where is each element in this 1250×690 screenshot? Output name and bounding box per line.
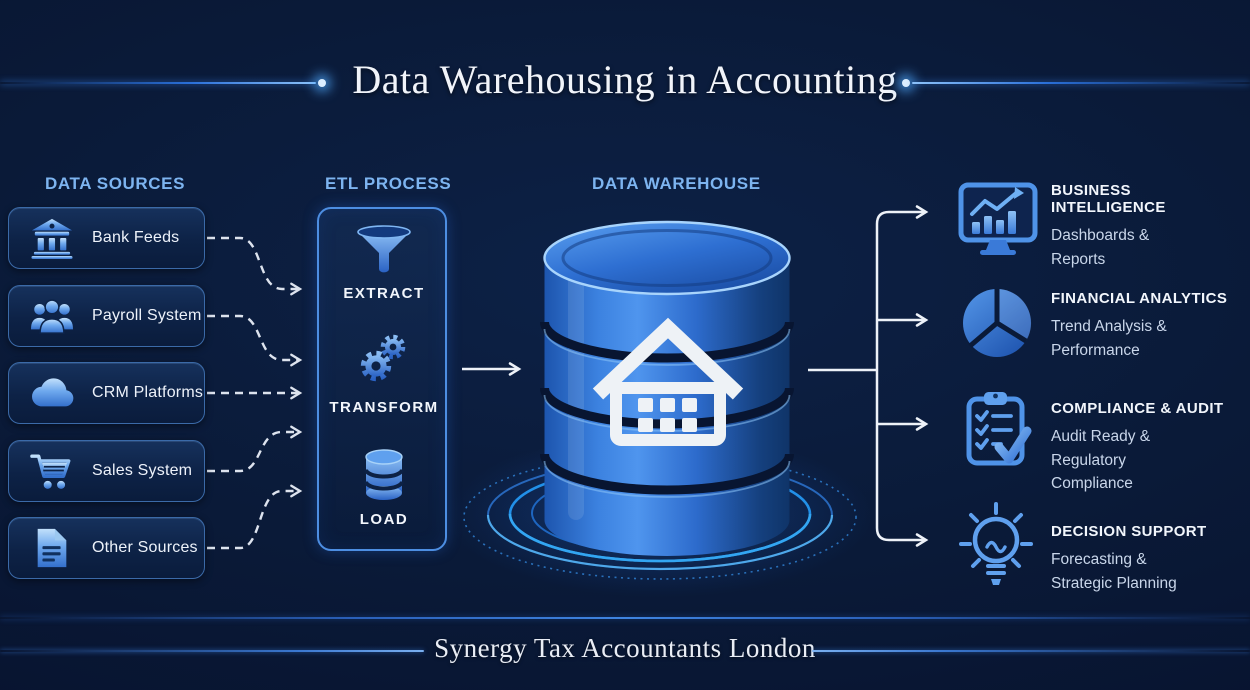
etl-process-header: ETL PROCESS — [325, 174, 452, 193]
output-business-intelligence: BUSINESS INTELLIGENCE Dashboards & Repor… — [1051, 182, 1246, 271]
title-glow-dot-right — [902, 79, 910, 87]
source-label: Other Sources — [92, 539, 198, 556]
cloud-icon — [32, 378, 74, 407]
funnel-icon — [357, 225, 411, 273]
pie-chart-icon — [963, 288, 1032, 357]
output-decision-support: DECISION SUPPORT Forecasting & Strategic… — [1051, 523, 1246, 595]
output-title: DECISION SUPPORT — [1051, 523, 1207, 540]
source-label: Payroll System — [92, 307, 202, 324]
title-glow-line-left — [0, 82, 316, 84]
output-financial-analytics: FINANCIAL ANALYTICS Trend Analysis & Per… — [1051, 290, 1246, 362]
data-warehouse-header: DATA WAREHOUSE — [592, 174, 761, 193]
etl-step-label: TRANSFORM — [329, 399, 439, 416]
output-line: Dashboards & — [1051, 227, 1150, 244]
branch-arrow-business-intelligence — [875, 205, 929, 370]
arrow-bank-to-etl — [207, 236, 303, 296]
page-title: Data Warehousing in Accounting — [352, 57, 898, 102]
document-icon — [37, 528, 67, 568]
source-card-crm-platforms: CRM Platforms — [8, 362, 205, 424]
people-icon — [31, 299, 73, 334]
clipboard-check-icon — [966, 392, 1032, 466]
source-label: Sales System — [92, 462, 193, 479]
source-label: CRM Platforms — [92, 384, 204, 401]
etl-step-label: EXTRACT — [343, 285, 425, 302]
source-card-sales-system: Sales System — [8, 440, 205, 502]
output-line: Reports — [1051, 250, 1106, 268]
source-card-bank-feeds: Bank Feeds — [8, 207, 205, 269]
output-line: Strategic Planning — [1051, 574, 1177, 592]
output-line: Audit Ready & — [1051, 428, 1151, 445]
lightbulb-icon — [959, 502, 1033, 585]
output-title: COMPLIANCE & AUDIT — [1051, 400, 1224, 417]
data-sources-header: DATA SOURCES — [45, 174, 186, 193]
branch-arrow-decision-support — [875, 370, 929, 547]
title-glow-line-right — [912, 82, 1250, 84]
source-card-payroll-system: Payroll System — [8, 285, 205, 347]
arrow-sales-to-etl — [207, 425, 303, 473]
output-line: Regulatory — [1051, 451, 1126, 469]
footer-brand: Synergy Tax Accountants London — [434, 633, 816, 663]
warehouse-building-icon — [592, 317, 744, 446]
bank-icon — [31, 218, 73, 259]
source-label: Bank Feeds — [92, 229, 180, 246]
output-title: FINANCIAL ANALYTICS — [1051, 290, 1228, 307]
output-line: Trend Analysis & — [1051, 318, 1167, 335]
arrow-payroll-to-etl — [207, 314, 303, 367]
warehouse-cylinder — [450, 220, 872, 597]
database-cylinder — [540, 220, 794, 556]
gears-icon — [360, 334, 406, 382]
etl-step-label: LOAD — [359, 511, 409, 528]
etl-process-box: EXTRACT TRANSFORM LOAD — [317, 207, 447, 551]
source-card-other-sources: Other Sources — [8, 517, 205, 579]
footer-divider-line — [0, 617, 1250, 619]
monitor-chart-icon — [958, 182, 1038, 255]
arrow-other-to-etl — [207, 484, 303, 550]
database-icon — [364, 449, 404, 500]
footer-glow-line-left — [0, 650, 424, 652]
output-line: Forecasting & — [1051, 551, 1147, 568]
output-compliance-audit: COMPLIANCE & AUDIT Audit Ready & Regulat… — [1051, 400, 1246, 496]
ripple-ring-dotted — [463, 454, 857, 580]
cart-icon — [30, 454, 71, 489]
output-line: Performance — [1051, 341, 1140, 359]
title-glow-dot-left — [318, 79, 326, 87]
footer-glow-line-right — [812, 650, 1250, 652]
output-title: BUSINESS INTELLIGENCE — [1051, 182, 1166, 216]
output-line: Compliance — [1051, 475, 1133, 492]
